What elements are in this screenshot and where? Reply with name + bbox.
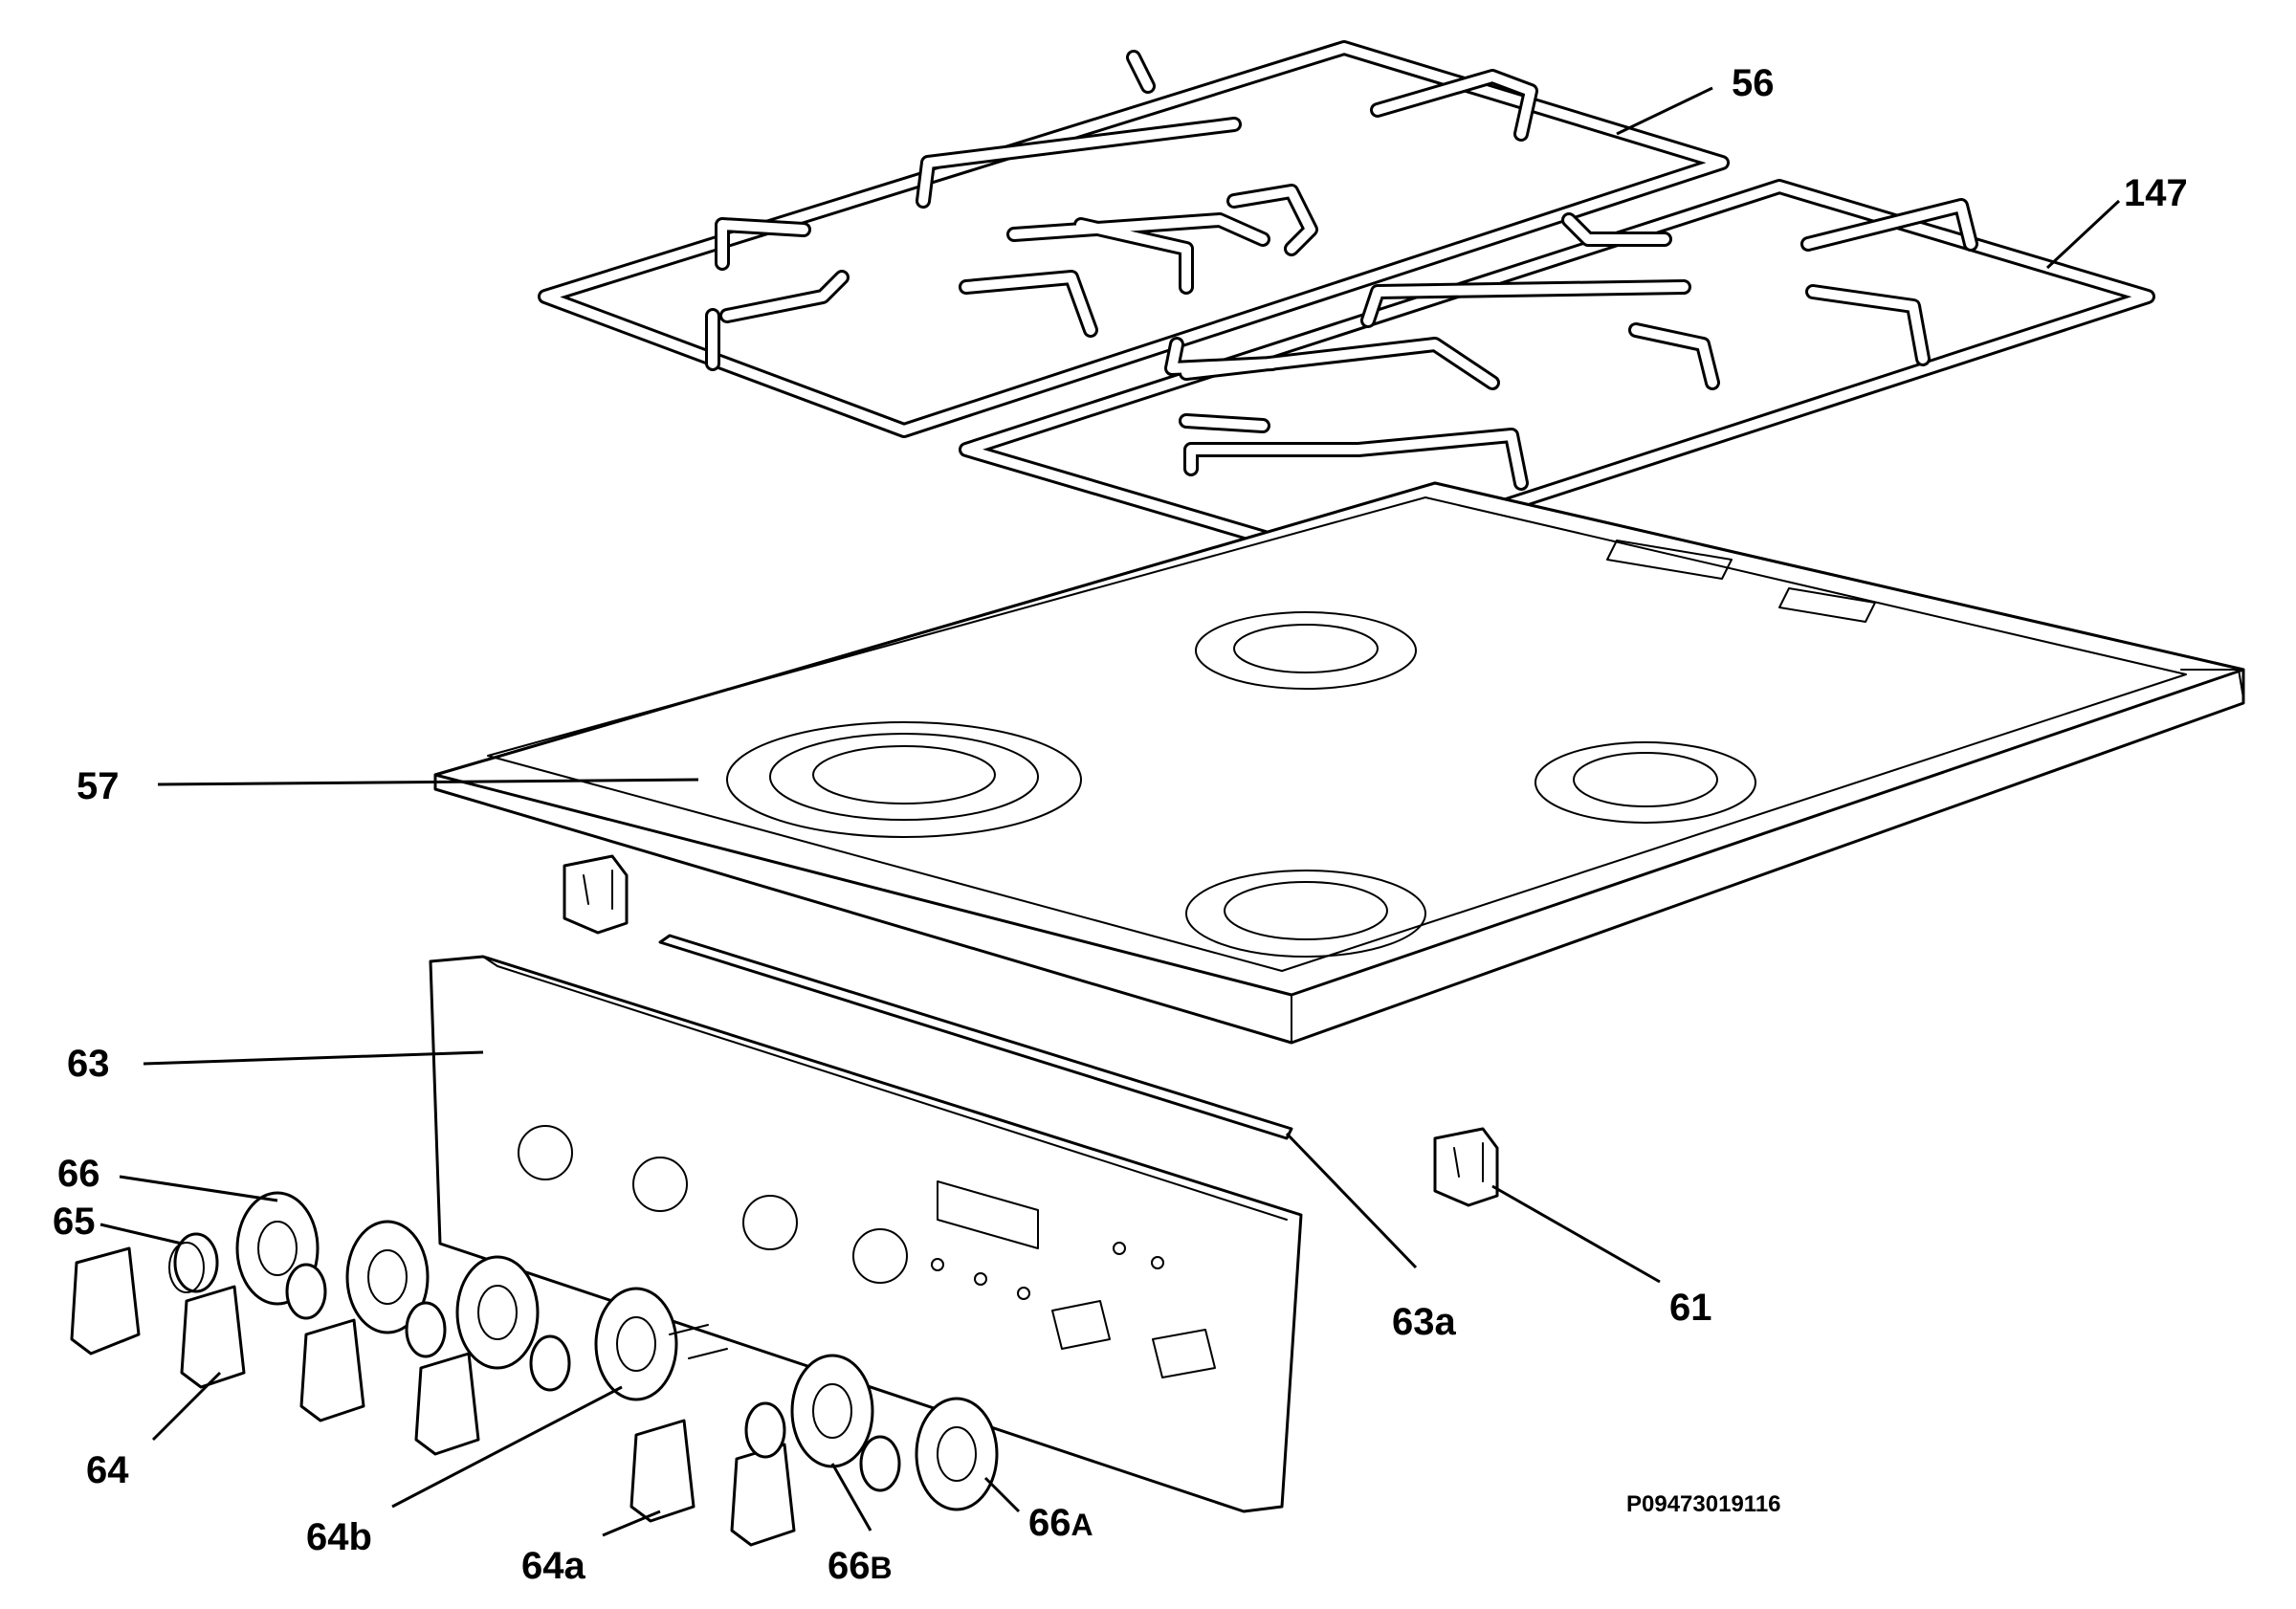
label-64b: 64b [306,1516,372,1558]
knob-front-3 [299,1318,365,1422]
knob-front-2 [180,1285,246,1389]
burner-well-front-right [1185,870,1426,958]
burner-well-rear [1195,611,1417,690]
label-57: 57 [77,765,120,807]
bezel-3 [405,1255,540,1370]
control-panel-63 [429,955,1303,1513]
leader-lines [99,86,2121,1537]
label-61: 61 [1669,1287,1712,1329]
label-66a: 66A [1028,1502,1093,1544]
label-56: 56 [1732,62,1775,104]
hob-top-57 [433,481,2245,1045]
label-65: 65 [53,1201,96,1243]
label-64: 64 [86,1449,129,1491]
label-63a: 63a [1392,1301,1456,1343]
panel-strip-63a [658,934,1293,1140]
burner-well-front-left [726,721,1082,838]
pan-support-grid-147 [959,179,2155,567]
label-147: 147 [2124,172,2188,214]
bezel-66a [915,1397,999,1511]
knob-64 [70,1246,141,1356]
bezel-66b [790,1354,901,1492]
label-64a: 64a [521,1545,585,1587]
spring-65 [168,1232,219,1293]
knob-64a [629,1419,695,1523]
label-63: 63 [67,1043,110,1085]
label-66b: 66B [828,1545,893,1587]
knob-front-4 [414,1352,480,1456]
burner-well-right [1534,741,1756,824]
drawing-code: P09473019116 [1626,1491,1781,1517]
panel-clip-left [563,854,629,935]
bezel-64b [529,1287,728,1401]
knob-front-6 [730,1401,796,1547]
label-66: 66 [57,1153,100,1195]
panel-clip-right-61 [1433,1127,1499,1207]
bezel-2 [285,1220,430,1334]
pan-support-grid-56 [538,40,1730,438]
